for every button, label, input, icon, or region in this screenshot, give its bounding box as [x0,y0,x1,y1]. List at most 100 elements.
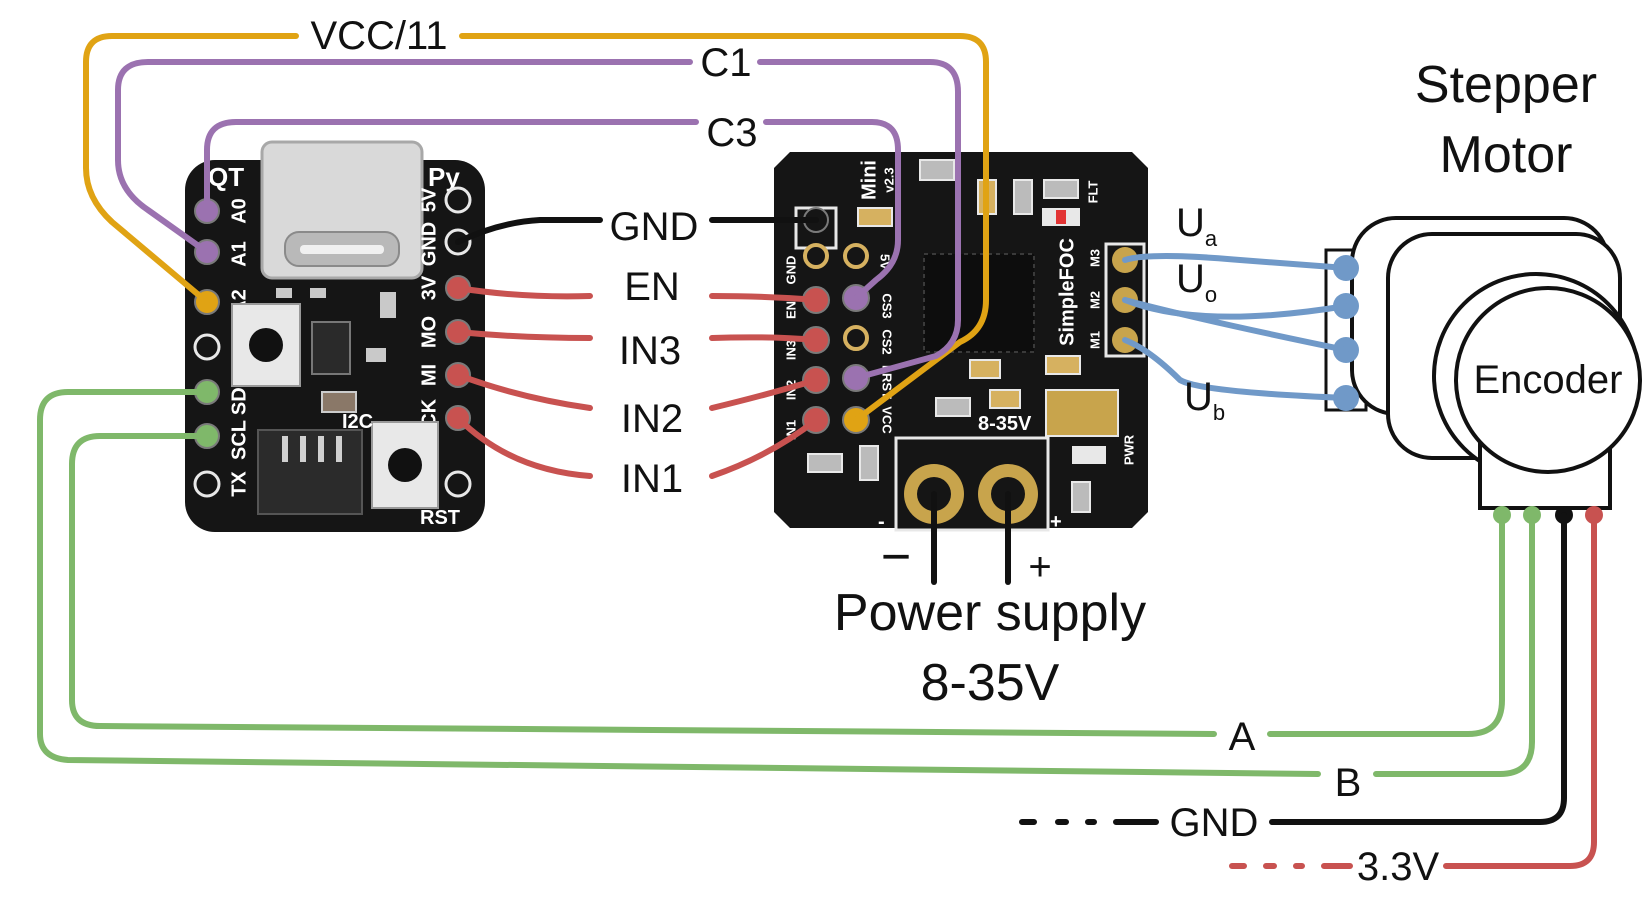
label-phase-ub: Ub [1184,375,1225,425]
wire-enc-a [69,433,1505,737]
label-in3: IN3 [619,329,681,373]
label-5v: 5V [418,187,440,212]
pad-5v[interactable] [444,186,472,214]
driver-pwr: PWR [1121,434,1136,465]
driver-range: 8-35V [978,413,1032,435]
pad-rx[interactable] [444,470,472,498]
psu-minus-sign: − [881,528,911,586]
psu-plus-sign: + [1028,545,1051,589]
silk-cs2: CS2 [880,329,895,354]
label-a1: A1 [228,241,250,267]
smd-4 [321,391,357,413]
res-6 [859,445,879,481]
driver-components [807,159,1119,513]
label-tx: TX [228,471,250,497]
qtpy-brand-left: QT [208,162,244,192]
stemma-pin-2 [300,436,306,462]
wire-in2 [455,372,819,411]
label-scl: SCL [228,420,250,460]
psu-range: 8-35V [921,654,1060,712]
regulator-chip [311,321,351,375]
wire-c1 [115,59,961,381]
label-enc-gnd: GND [1170,801,1259,845]
wire-in3 [455,329,819,343]
smd-1 [276,288,292,298]
driver-version: v2.3 [881,167,896,192]
stemma-pin-1 [282,436,288,462]
wire-en [455,285,819,303]
label-c3: C3 [706,111,757,155]
pad-tx[interactable] [193,470,221,498]
silk-gnd: GND [783,256,798,285]
silk-vcc: VCC [880,406,895,434]
label-in1: IN1 [621,457,683,501]
big-cap [1045,389,1119,437]
cap-1 [857,207,893,227]
label-in2: IN2 [621,397,683,441]
silk-plus: + [1050,511,1062,533]
driver-name: SimpleFOC [1056,238,1078,346]
led-pwr [1072,446,1106,464]
wire-gnd [455,217,819,245]
wire-enc-3v3 [1229,512,1597,869]
driver-pad-gnd2 [803,243,829,269]
label-a0: A0 [228,198,250,224]
driver-pad-cs2 [843,325,869,351]
wire-phase-ub [1122,337,1349,401]
stepper-motor: Encoder Stepper Motor [1324,56,1642,524]
cap-3 [969,359,1001,379]
stemma-pin-4 [336,436,342,462]
boot-button[interactable] [249,328,283,362]
label-3v: 3V [418,275,440,300]
label-phase-ua: Ua [1176,201,1218,251]
driver-chip [923,253,1035,353]
silk-cs3: CS3 [880,293,895,318]
motor-title-line1: Stepper [1415,56,1597,114]
label-vcc-11: VCC/11 [310,14,447,58]
encoder-disc [1454,286,1642,474]
rst-label: RST [420,507,460,529]
led-flt-red [1056,210,1066,224]
reset-button[interactable] [388,448,422,482]
silk-minus: - [878,511,885,533]
label-enc-b: B [1335,761,1362,805]
driver-pad-5v [843,243,869,269]
qtpy-board: QT Py A0 A1 A2 A3 SDA SCL TX [185,140,485,532]
label-mo: MO [418,316,440,348]
qtpy-components [231,288,439,515]
wire-phase-uo-2 [1122,297,1349,320]
smd-3 [380,292,396,318]
pad-a3[interactable] [193,333,221,361]
silk-in3: IN3 [783,340,798,360]
psu-title: Power supply [834,584,1146,642]
label-phase-uo: Uo [1176,257,1217,307]
wire-enc-gnd [1019,512,1567,825]
label-enc-3v3: 3.3V [1357,845,1440,889]
stemma-pin-3 [318,436,324,462]
res-1 [919,159,955,181]
encoder-wire-labels: A B GND 3.3V [1170,715,1440,889]
wire-phase-ua [1122,253,1349,271]
stemma-connector [257,429,363,515]
driver-model: Mini [858,160,880,200]
res-2 [1013,179,1033,215]
usb-c-tongue [300,245,384,254]
smd-2 [310,288,326,298]
label-enc-a: A [1229,715,1256,759]
motor-title-line2: Motor [1440,126,1573,184]
label-c1: C1 [700,41,751,85]
driver-flt: FLT [1085,181,1100,204]
phase-labels: Ua Uo Ub [1176,201,1225,425]
res-4 [935,397,971,417]
res-3 [1043,179,1079,199]
silk-en: EN [783,301,798,319]
wires [37,33,1597,869]
motor-pad-block [1104,242,1146,358]
wire-c3 [204,119,901,301]
wire-labels: VCC/11 C1 C3 GND EN IN3 IN2 IN1 [310,14,757,501]
encoder-label: Encoder [1474,358,1623,402]
cap-5 [1045,355,1081,375]
label-gnd: GND [418,222,440,266]
label-mi: MI [418,364,440,386]
